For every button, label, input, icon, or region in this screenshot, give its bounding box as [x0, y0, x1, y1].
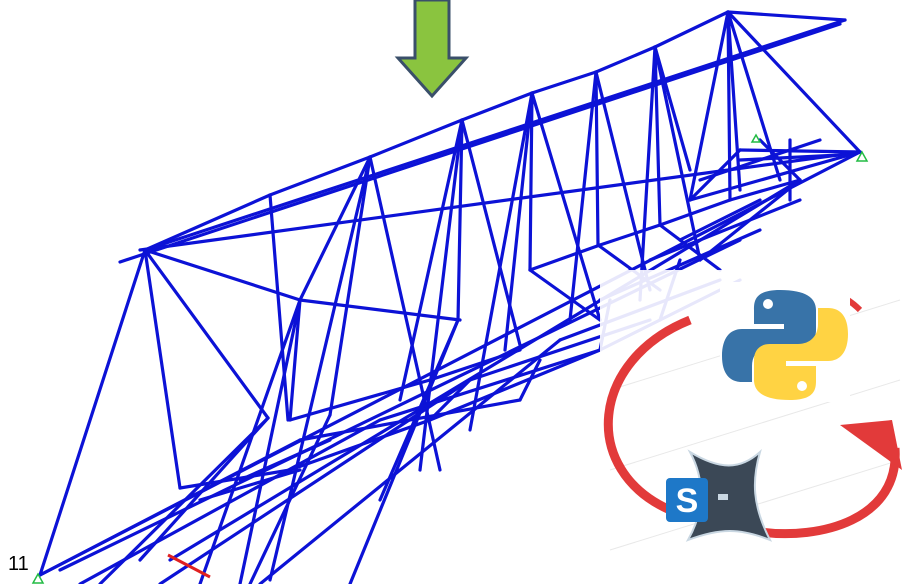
truss-member — [658, 198, 732, 227]
truss-member — [688, 10, 730, 202]
truss-member — [738, 153, 842, 162]
truss-member — [530, 91, 602, 322]
truss-member — [698, 178, 802, 262]
truss-member — [428, 348, 522, 382]
truss-member — [638, 45, 657, 302]
truss-member — [143, 193, 272, 252]
truss-member — [678, 198, 762, 242]
truss-member — [143, 248, 182, 490]
support-left-icon — [31, 572, 45, 584]
truss-member — [653, 10, 730, 49]
truss-member — [688, 148, 742, 202]
truss-member — [198, 298, 302, 584]
support-mid-icon — [750, 133, 762, 143]
truss-member — [728, 178, 802, 202]
truss-member — [528, 268, 602, 322]
truss-member — [726, 10, 742, 192]
sap-letter: S — [676, 482, 699, 520]
truss-member — [468, 91, 534, 432]
truss-member — [328, 155, 372, 417]
corner-label: 11 — [8, 554, 29, 574]
truss-member — [530, 70, 598, 95]
truss-member — [653, 45, 702, 262]
truss-model — [38, 10, 862, 584]
truss-member — [288, 378, 432, 422]
truss-member — [658, 223, 722, 272]
down-arrow-icon — [394, 0, 470, 99]
truss-member — [268, 193, 290, 422]
truss-member — [138, 150, 862, 252]
truss-member — [528, 91, 534, 272]
truss-member — [143, 248, 270, 420]
truss-member — [38, 438, 302, 577]
sap2000-logo-icon: S — [666, 448, 773, 542]
truss-member — [648, 198, 802, 262]
truss-member — [568, 70, 598, 322]
truss-member — [428, 378, 472, 422]
truss-member — [158, 378, 472, 584]
truss-member — [456, 118, 464, 322]
truss-member — [143, 248, 302, 302]
truss-member — [594, 70, 652, 292]
truss-member — [298, 298, 462, 322]
truss-member — [118, 22, 842, 264]
truss-member — [288, 418, 432, 472]
truss-member — [288, 298, 302, 422]
truss-member — [378, 348, 602, 422]
highlighted-member — [167, 553, 211, 579]
truss-member — [503, 91, 534, 352]
truss-member — [428, 348, 602, 422]
cycle-arrows-icon — [603, 287, 902, 539]
truss-member — [726, 10, 847, 22]
truss-member — [298, 398, 522, 442]
truss-member — [378, 318, 460, 502]
support-right-icon — [855, 150, 869, 162]
truss-member — [78, 418, 382, 584]
truss-member — [653, 45, 662, 227]
truss-member — [528, 243, 602, 272]
truss-member — [238, 298, 302, 584]
truss-member — [418, 118, 464, 472]
truss-member — [298, 155, 372, 302]
truss-member — [518, 358, 542, 402]
truss-member — [238, 438, 332, 482]
truss-member — [258, 338, 562, 584]
truss-member — [268, 155, 372, 197]
python-logo-icon — [720, 282, 850, 402]
truss-member — [653, 45, 692, 172]
truss-member — [368, 118, 464, 159]
truss-member — [598, 223, 662, 247]
truss-member — [726, 10, 862, 154]
support-symbols — [31, 133, 869, 584]
truss-member — [460, 91, 534, 122]
truss-member — [594, 70, 600, 247]
truss-member — [38, 248, 147, 577]
truss-member — [738, 148, 862, 154]
truss-member — [198, 468, 302, 502]
truss-member — [688, 150, 862, 202]
truss-member — [398, 118, 464, 402]
truss-member — [758, 138, 802, 182]
truss-member — [594, 45, 657, 74]
